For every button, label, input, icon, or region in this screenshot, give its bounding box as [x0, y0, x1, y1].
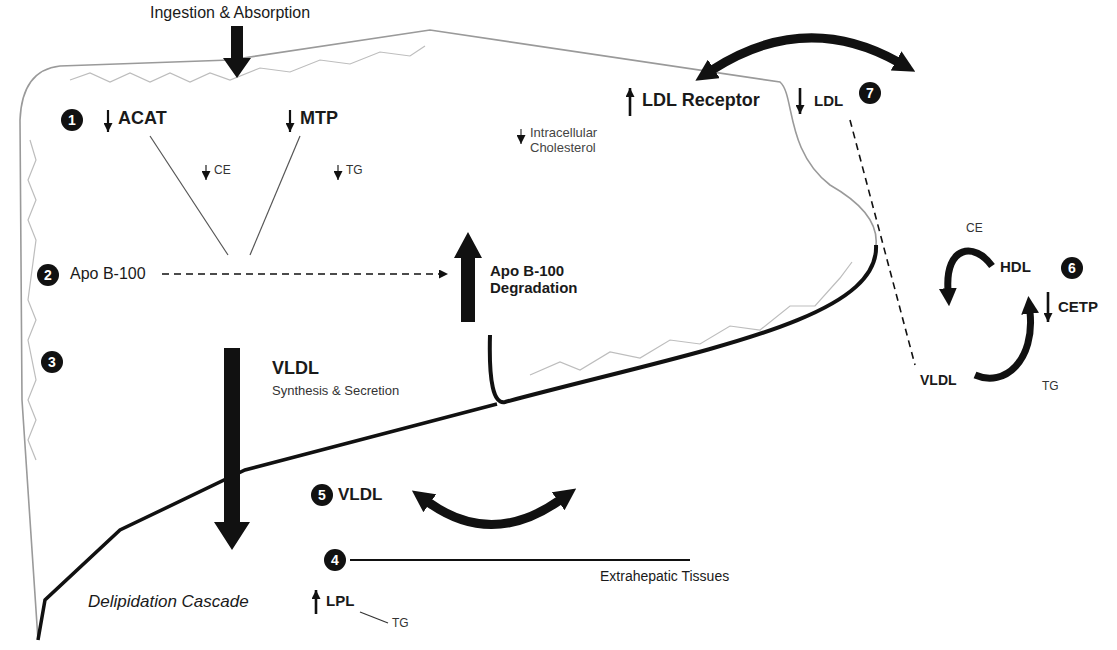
callout-number: 3	[41, 351, 63, 373]
uptake-arc	[712, 38, 898, 70]
lipoprotein-label: VLDL	[272, 358, 319, 379]
enzyme-label: CETP	[1058, 298, 1098, 315]
lipid-label: TG	[392, 617, 409, 631]
decrease-arrow	[520, 129, 521, 144]
protein-label: Apo B-100	[70, 265, 146, 283]
lipid-label: TG	[1042, 380, 1059, 394]
process-label: Ingestion & Absorption	[150, 4, 310, 22]
process-label: Delipidation Cascade	[88, 592, 249, 612]
increase-arrow	[629, 88, 632, 116]
leader-line	[150, 136, 228, 255]
enzyme-label: ACAT	[118, 108, 167, 129]
receptor-label: LDL Receptor	[642, 90, 760, 111]
callout-number: 4	[324, 549, 346, 571]
decrease-arrow	[107, 110, 109, 132]
decrease-arrow	[289, 110, 291, 132]
lipid-label: TG	[346, 164, 363, 178]
state-label: Intracellular Cholesterol	[530, 126, 630, 156]
dashed-line	[850, 120, 915, 365]
lipid-label: CE	[966, 222, 983, 236]
increase-arrow	[315, 590, 318, 614]
callout-number: 5	[311, 484, 333, 506]
cell-zigzag	[70, 46, 425, 82]
leader-line	[250, 136, 300, 255]
lipoprotein-label: LDL	[814, 92, 843, 109]
leader-line	[360, 612, 388, 623]
callout-number: 2	[37, 264, 59, 286]
enzyme-label: MTP	[300, 108, 338, 129]
liver-outline	[20, 30, 876, 640]
decrease-arrow	[337, 165, 338, 180]
process-label: Apo B-100 Degradation	[490, 262, 595, 297]
transfer-arrow	[975, 312, 1031, 378]
intake-arrow	[223, 26, 251, 78]
secretion-arrow	[214, 348, 250, 550]
process-label: Synthesis & Secretion	[272, 384, 399, 399]
decrease-arrow	[205, 165, 206, 180]
lipid-label: CE	[214, 164, 231, 178]
lipoprotein-label: VLDL	[920, 372, 957, 388]
lipoprotein-label: VLDL	[338, 485, 382, 505]
callout-number: 7	[859, 82, 881, 104]
tissue-label: Extrahepatic Tissues	[600, 568, 729, 584]
callout-number: 1	[61, 109, 83, 131]
callout-number: 6	[1061, 257, 1083, 279]
enzyme-label: LPL	[326, 592, 354, 609]
decrease-arrow	[799, 88, 802, 114]
cell-zigzag	[28, 140, 36, 460]
tissue-line	[350, 559, 690, 561]
liver-lobe-edge	[490, 245, 876, 402]
lipoprotein-label: HDL	[1000, 258, 1031, 275]
cell-zigzag	[530, 262, 852, 375]
liver-lower-edge	[38, 404, 497, 640]
degradation-arrow	[454, 232, 482, 322]
dashed-arrow	[162, 273, 448, 275]
transfer-arrow	[948, 251, 992, 290]
exchange-arrow	[428, 500, 560, 525]
decrease-arrow	[1047, 292, 1050, 322]
